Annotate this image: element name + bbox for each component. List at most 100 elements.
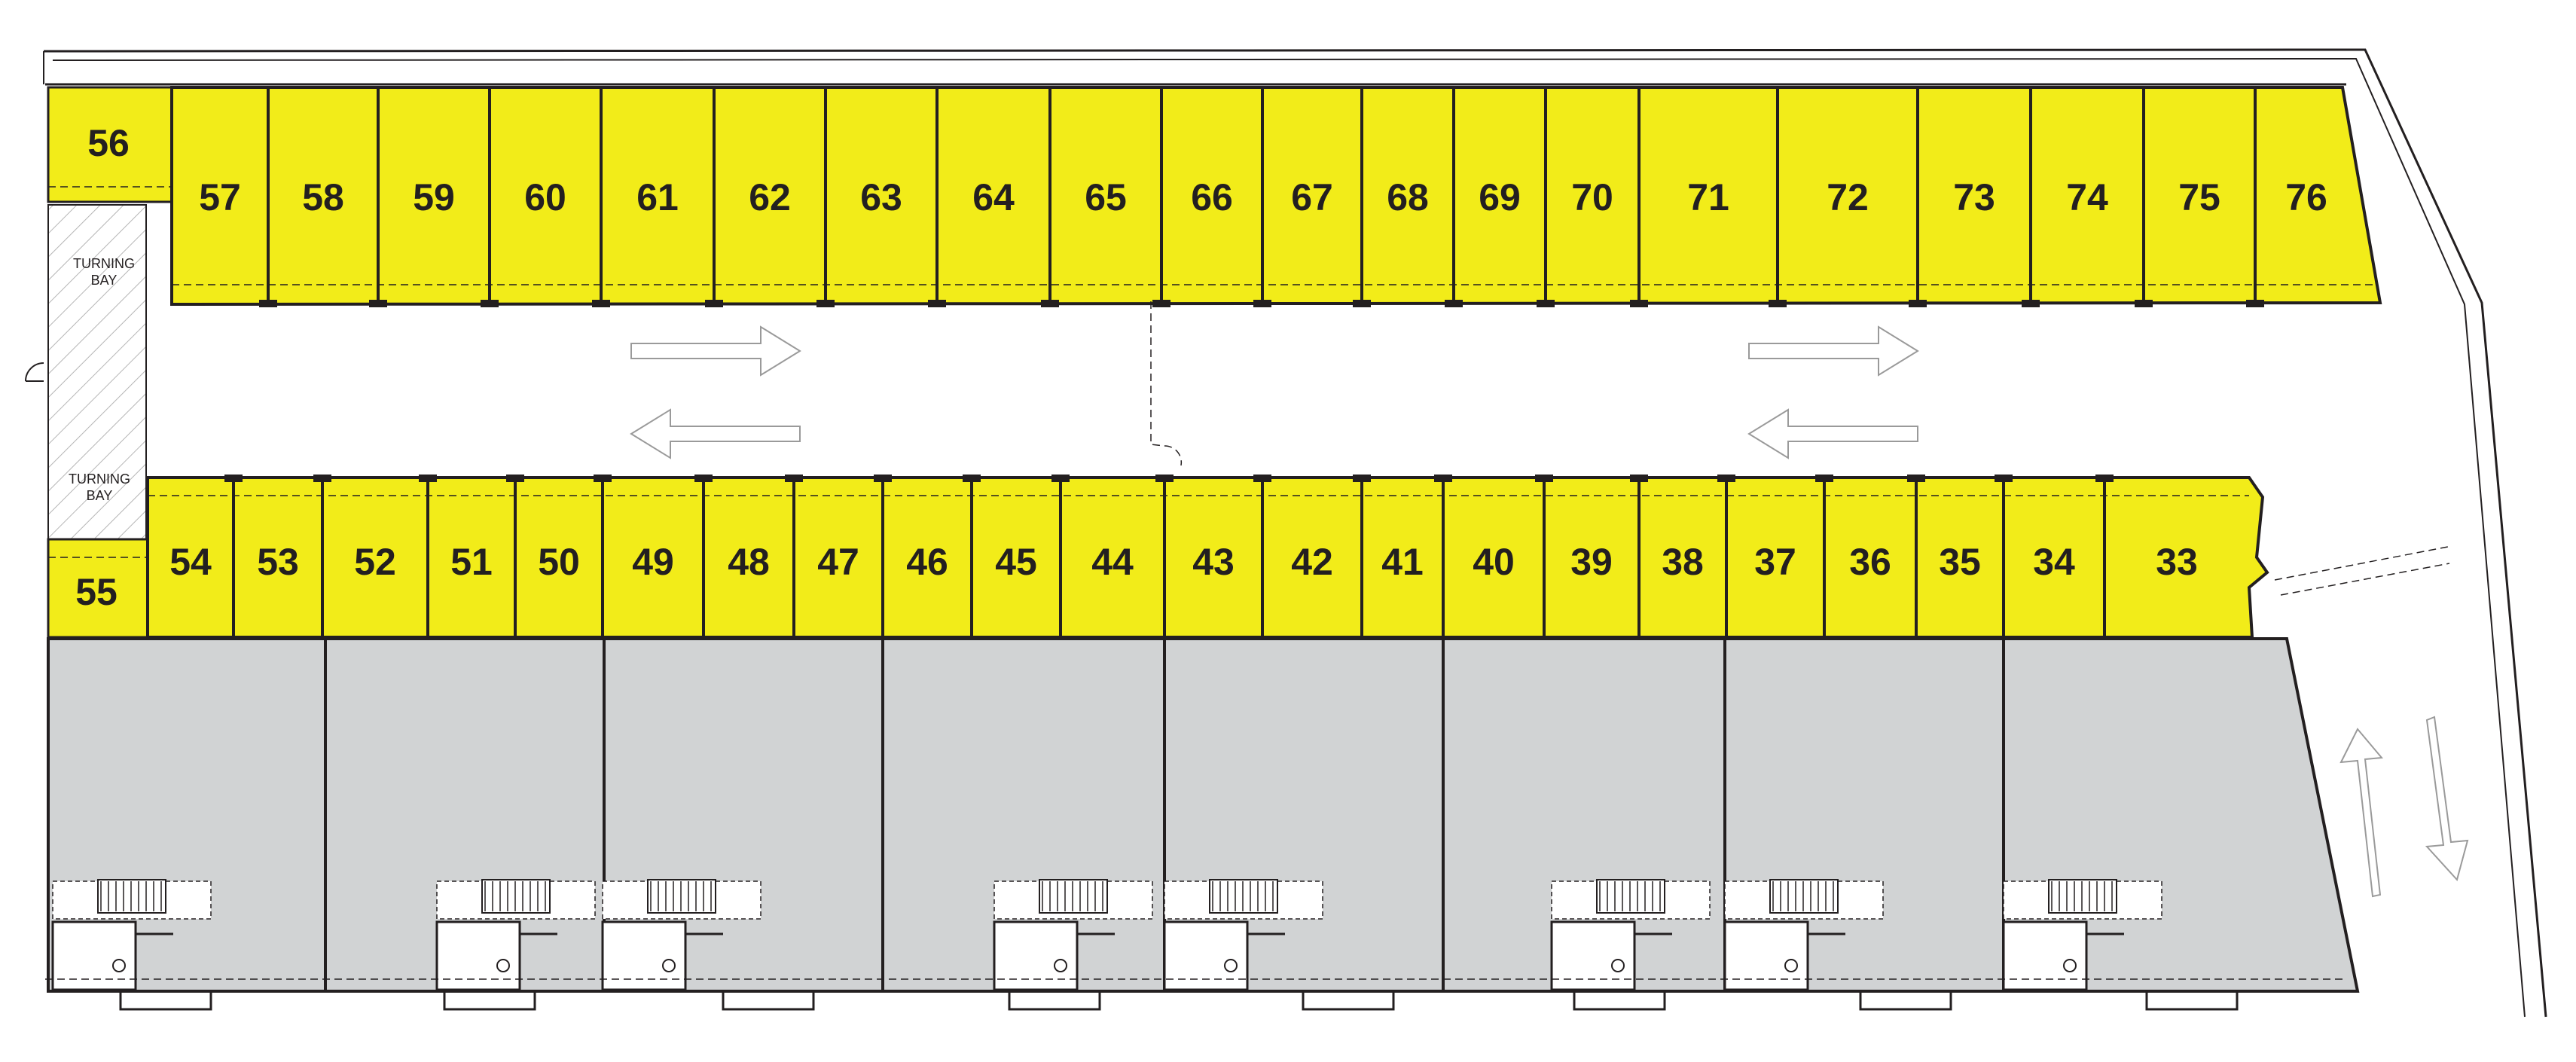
turning-bay-top-label-line2: BAY <box>91 273 118 288</box>
unit-number-41: 41 <box>1381 541 1424 583</box>
unit-number-58: 58 <box>302 176 344 218</box>
unit-number-52: 52 <box>354 541 396 583</box>
roller-door <box>1008 991 1101 1011</box>
door-post <box>594 475 612 482</box>
door-post <box>1353 300 1371 307</box>
unit-number-72: 72 <box>1827 176 1869 218</box>
roller-door <box>2145 991 2239 1011</box>
unit-number-67: 67 <box>1291 176 1333 218</box>
unit-55[interactable] <box>47 538 149 639</box>
door-post <box>1434 475 1452 482</box>
door-post <box>1253 475 1271 482</box>
unit-number-44: 44 <box>1091 541 1134 583</box>
unit-number-61: 61 <box>636 176 679 218</box>
arrow-left-icon <box>630 408 801 459</box>
unit-number-59: 59 <box>413 176 455 218</box>
warehouse-units <box>47 637 2360 1011</box>
door-post <box>1717 475 1735 482</box>
bottom-storage-row <box>47 475 2269 639</box>
roller-door <box>722 991 815 1011</box>
door-post <box>694 475 713 482</box>
unit-number-70: 70 <box>1571 176 1613 218</box>
unit-number-53: 53 <box>257 541 299 583</box>
door-post <box>874 475 892 482</box>
door-post <box>1535 475 1553 482</box>
door-post <box>1152 300 1170 307</box>
unit-number-54: 54 <box>169 541 212 583</box>
unit-number-42: 42 <box>1291 541 1333 583</box>
door-post <box>705 300 723 307</box>
roller-door <box>1573 991 1666 1011</box>
unit-number-37: 37 <box>1754 541 1796 583</box>
door-post <box>816 300 835 307</box>
unit-56[interactable] <box>47 86 173 203</box>
site-boundary <box>43 48 2547 1018</box>
unit-number-45: 45 <box>995 541 1037 583</box>
door-post <box>592 300 610 307</box>
roller-door <box>1302 991 1395 1011</box>
arrow-right-icon <box>630 325 801 377</box>
door-post <box>2246 300 2264 307</box>
door-post <box>1051 475 1070 482</box>
door-post <box>369 300 387 307</box>
unit-number-63: 63 <box>860 176 902 218</box>
unit-number-66: 66 <box>1191 176 1233 218</box>
roller-door <box>1859 991 1952 1011</box>
traffic-arrows <box>630 325 2469 898</box>
unit-number-68: 68 <box>1387 176 1429 218</box>
turning-bay-bottom-label-line2: BAY <box>87 488 113 503</box>
unit-number-46: 46 <box>906 541 948 583</box>
arrow-down-icon <box>2425 716 2469 882</box>
arrow-left-icon <box>1747 408 1918 459</box>
office-stair-module <box>1550 879 1711 991</box>
roller-door <box>119 991 212 1011</box>
door-post <box>1353 475 1371 482</box>
door-post <box>1995 475 2013 482</box>
turning-bay-bottom-label-line1: TURNING <box>69 471 130 487</box>
unit-number-48: 48 <box>728 541 770 583</box>
office-stair-module <box>601 879 762 991</box>
door-post <box>419 475 437 482</box>
unit-number-55: 55 <box>75 571 118 613</box>
unit-number-40: 40 <box>1473 541 1515 583</box>
door-post <box>2022 300 2040 307</box>
door-post <box>259 300 277 307</box>
door-post <box>506 475 524 482</box>
door-post <box>2135 300 2153 307</box>
top-storage-row <box>45 83 2382 307</box>
door-post <box>313 475 331 482</box>
door-post <box>1041 300 1059 307</box>
unit-number-33: 33 <box>2156 541 2198 583</box>
door-post <box>224 475 243 482</box>
unit-number-65: 65 <box>1085 176 1127 218</box>
unit-number-34: 34 <box>2033 541 2075 583</box>
unit-number-35: 35 <box>1939 541 1981 583</box>
unit-number-38: 38 <box>1662 541 1704 583</box>
roller-door <box>443 991 536 1011</box>
arrow-up-icon <box>2339 728 2383 898</box>
turning-bay-top-label-line1: TURNING <box>73 256 135 271</box>
door-post <box>2095 475 2114 482</box>
turning-bay-area: TURNING BAY TURNING BAY <box>25 204 147 540</box>
office-stair-module <box>1723 879 1884 991</box>
top-row-outline <box>170 86 2382 307</box>
unit-number-75: 75 <box>2178 176 2220 218</box>
unit-number-43: 43 <box>1192 541 1235 583</box>
door-post <box>481 300 499 307</box>
door-post <box>1630 475 1648 482</box>
door-post <box>1445 300 1463 307</box>
office-stair-module <box>435 879 596 991</box>
door-post <box>1537 300 1555 307</box>
office-stair-module <box>2002 879 2162 991</box>
unit-number-60: 60 <box>524 176 566 218</box>
unit-number-73: 73 <box>1953 176 1995 218</box>
unit-number-64: 64 <box>972 176 1015 218</box>
door-post <box>1907 475 1925 482</box>
unit-number-74: 74 <box>2066 176 2108 218</box>
unit-number-36: 36 <box>1849 541 1891 583</box>
door-post <box>928 300 946 307</box>
unit-number-71: 71 <box>1687 176 1729 218</box>
office-stair-module <box>1163 879 1323 991</box>
door-post <box>963 475 981 482</box>
